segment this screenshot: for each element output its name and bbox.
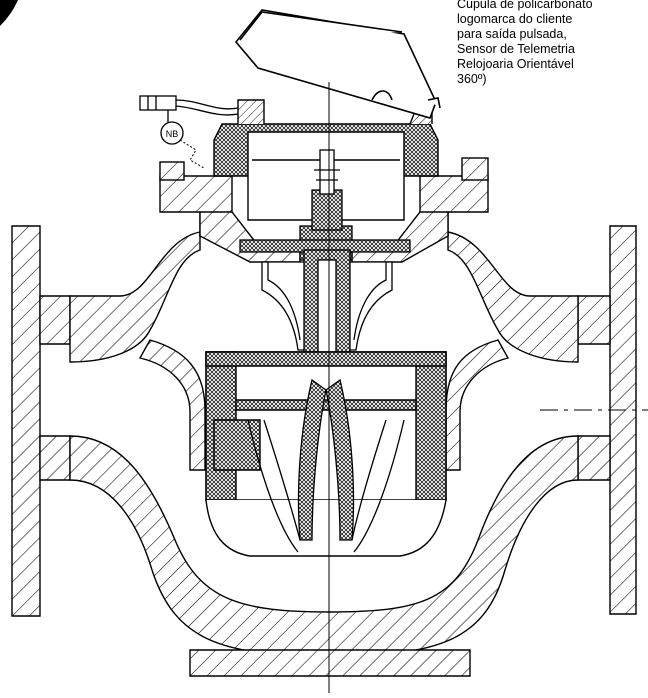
seal-tag-label: NB	[166, 129, 179, 139]
left-flange	[11, 225, 71, 617]
measuring-chamber	[205, 351, 447, 557]
rotor-blades	[247, 378, 405, 553]
center-lines	[328, 82, 648, 693]
annotation-line: Sensor de Telemetria	[457, 42, 575, 56]
annotation-line: 360º)	[457, 72, 487, 86]
gear-train	[239, 149, 411, 261]
annotation-line: Relojoaria Orientável	[457, 57, 574, 71]
turbine-assembly	[261, 249, 393, 381]
hinged-lid	[234, 9, 441, 119]
annotation-line: logomarca do cliente	[457, 12, 573, 26]
annotation-text: Cúpula de policarbonato logomarca do cli…	[457, 0, 648, 87]
seal-tag: NB	[160, 121, 205, 169]
annotation-line: para saída pulsada,	[457, 27, 567, 41]
meter-body	[69, 231, 579, 677]
right-flange	[577, 225, 637, 615]
corner-mark	[0, 0, 18, 26]
annotation-line: Cúpula de policarbonato	[457, 0, 593, 11]
